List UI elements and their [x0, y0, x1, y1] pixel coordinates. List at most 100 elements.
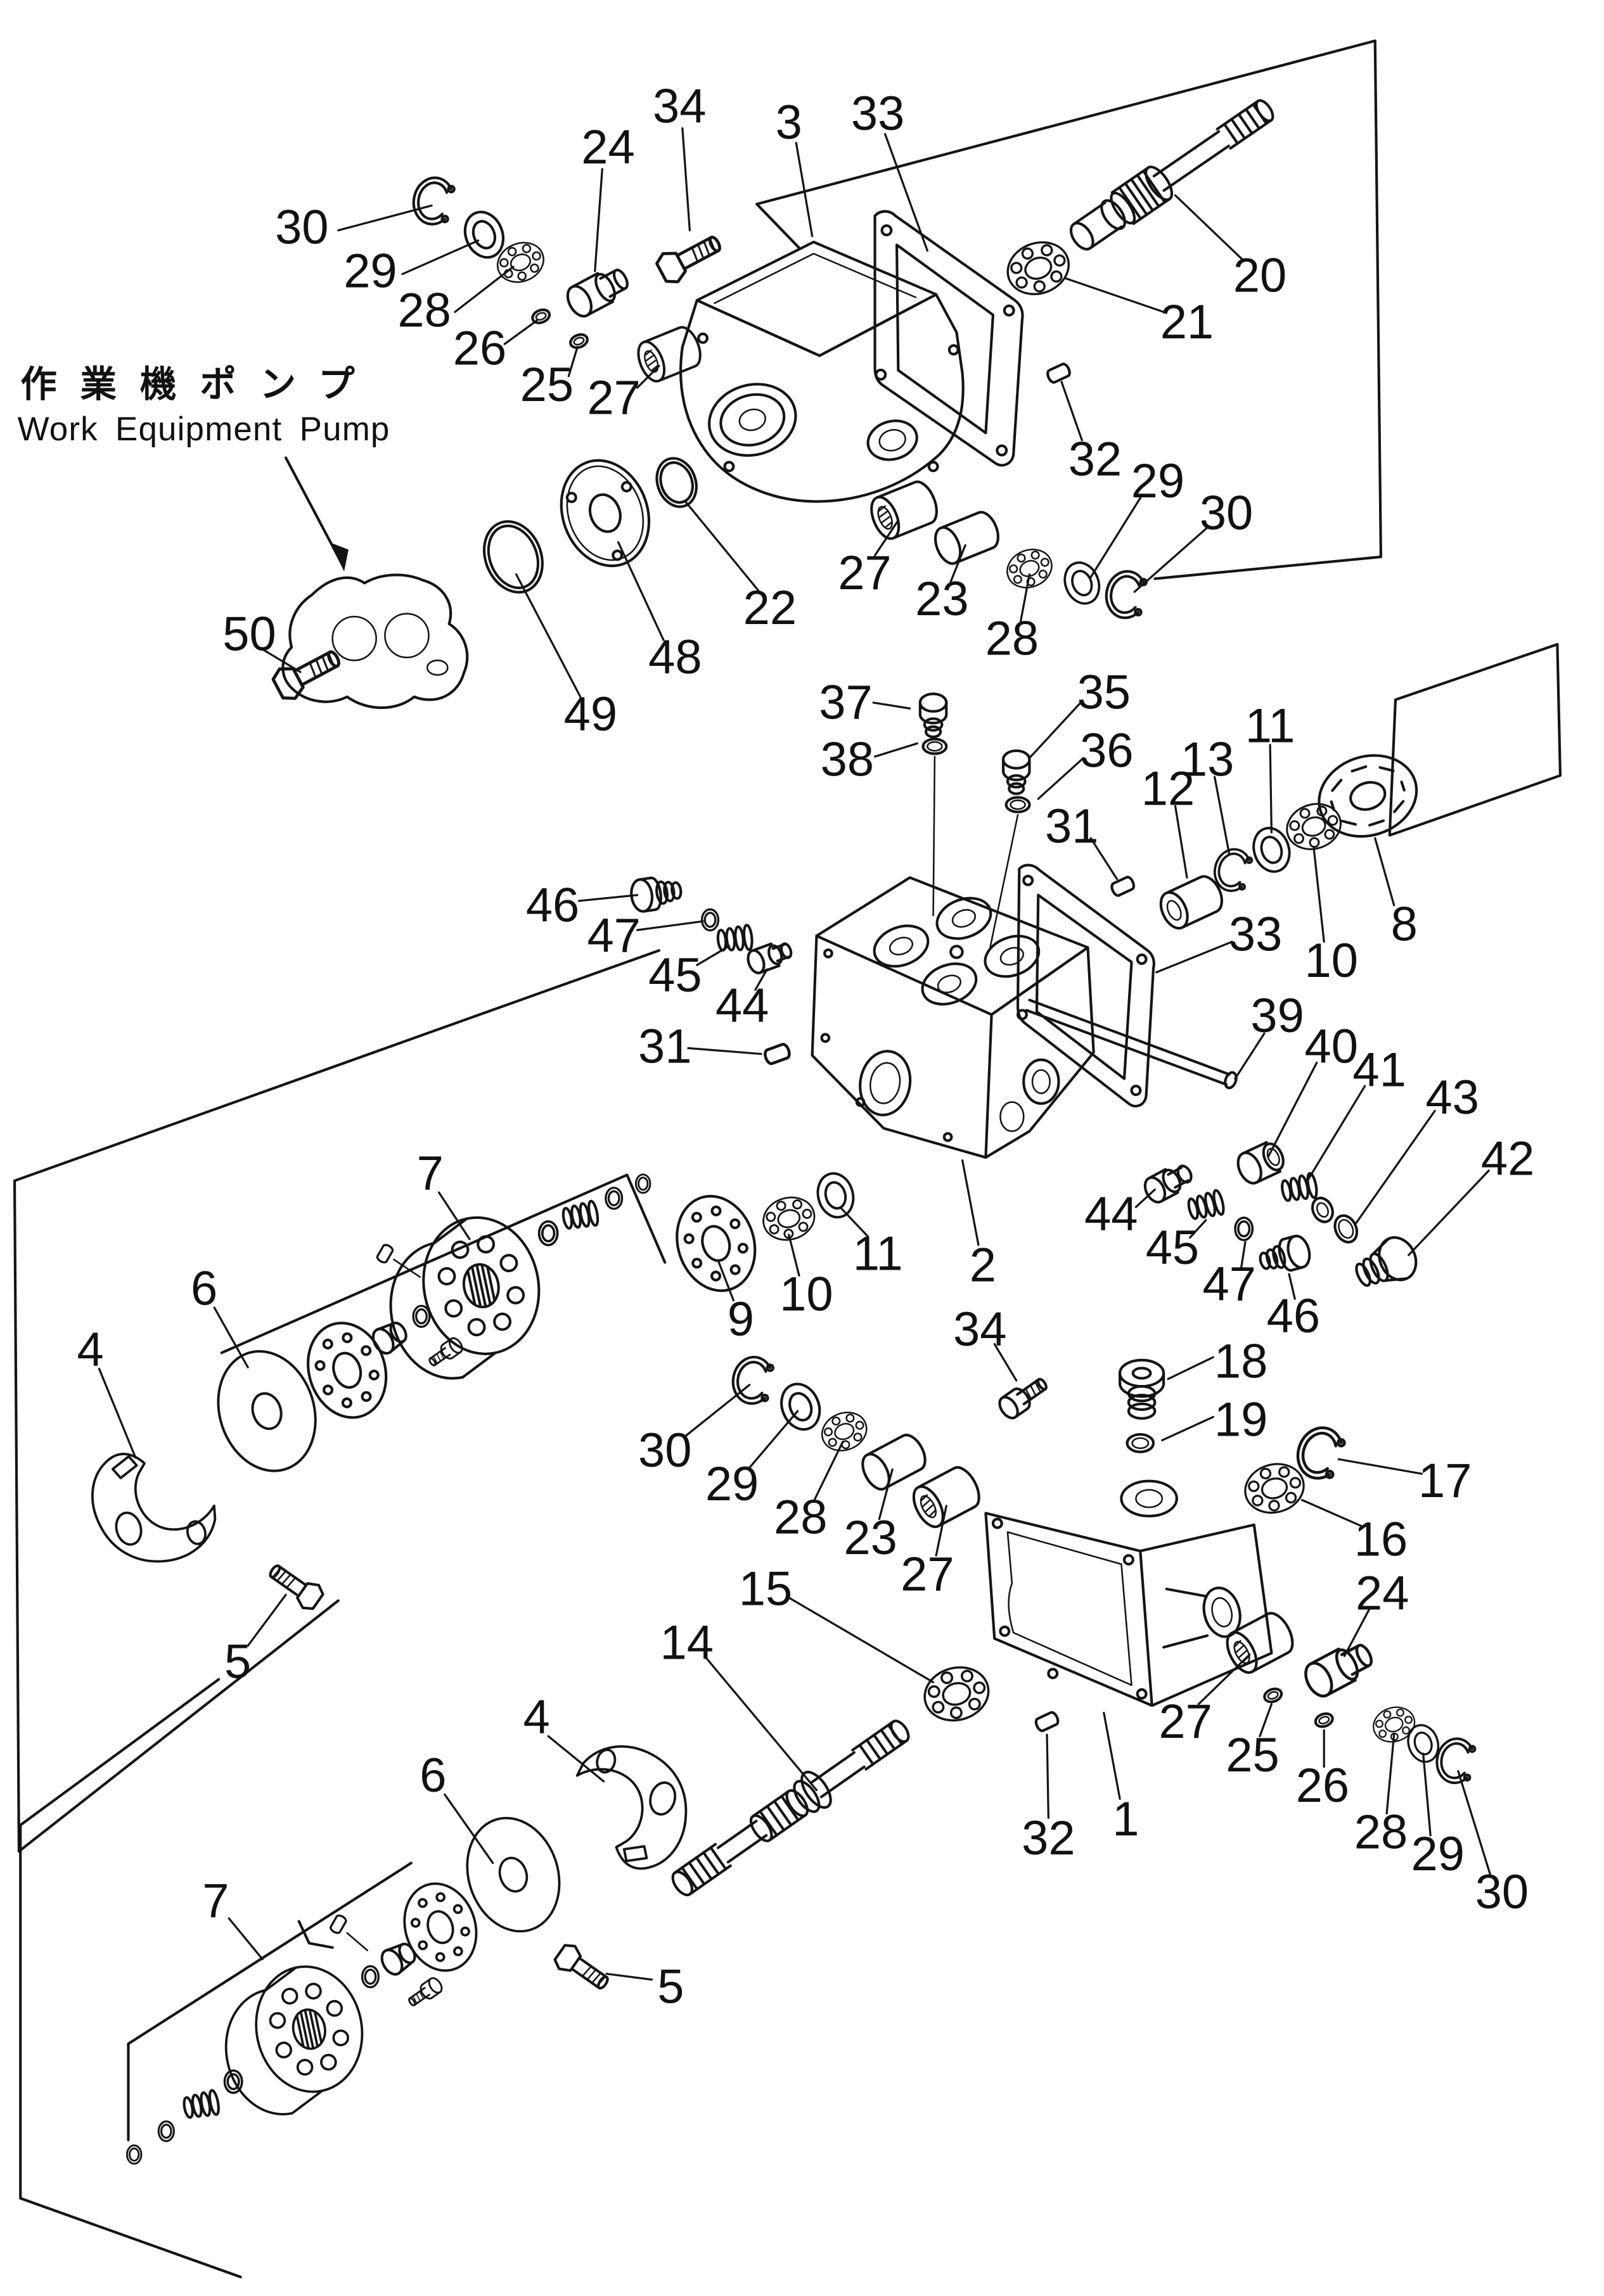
snap-ring-30c	[729, 1354, 774, 1406]
flag-rotary-lower-bracket	[297, 1920, 334, 1949]
leader-line-27	[935, 1505, 947, 1557]
cylinder-barrel-7	[375, 1207, 555, 1389]
part-callout-11: 11	[853, 1227, 903, 1280]
snap-ring-30	[409, 174, 456, 227]
leader-line-31	[1089, 837, 1119, 881]
leader-line-39	[1234, 1032, 1266, 1080]
valve-44b	[1143, 1164, 1193, 1204]
part-callout-7: 7	[202, 1874, 229, 1928]
leader-line-32	[1046, 1733, 1049, 1819]
part-callout-19: 19	[1214, 1393, 1267, 1447]
part-callout-27: 27	[838, 546, 891, 600]
part-callout-8: 8	[1391, 897, 1418, 951]
leader-line-29	[1089, 494, 1143, 578]
part-callout-31: 31	[1045, 800, 1098, 853]
leader-line-37	[872, 701, 911, 710]
part-callout-47: 47	[1202, 1258, 1255, 1311]
part-callout-10: 10	[1305, 934, 1358, 988]
front-case-side-bore	[866, 419, 918, 461]
leader-line-15	[788, 1597, 935, 1683]
bolt-50	[270, 642, 345, 703]
washer-11b	[812, 1168, 859, 1223]
o-ring-19	[1126, 1433, 1155, 1453]
leader-line-31	[687, 1047, 762, 1056]
barrel-pin-line-b	[346, 1932, 369, 1951]
pin-31	[764, 1043, 791, 1064]
part-callout-29: 29	[705, 1457, 759, 1511]
part-callout-5: 5	[224, 1635, 251, 1689]
title-japanese: 作業機ポンプ	[20, 363, 378, 405]
plug-24b	[1304, 1643, 1373, 1698]
leader-line-4	[547, 1735, 605, 1783]
cylinder-barrel-7b	[210, 1955, 378, 2126]
gasket-33-side	[1016, 864, 1155, 1107]
snap-ring-30b	[1103, 568, 1148, 621]
leader-line-18	[1167, 1356, 1214, 1381]
pivot-bushing-b	[380, 1942, 416, 1976]
part-callout-26: 26	[453, 321, 506, 375]
leader-line-25	[567, 346, 579, 378]
part-callout-25: 25	[1226, 1728, 1279, 1782]
leader-line-20	[1174, 194, 1243, 261]
bushing-12	[1159, 875, 1223, 930]
bearing-28b	[1001, 542, 1058, 595]
leader-line-23	[949, 544, 966, 583]
leader-line-50	[262, 649, 302, 673]
flag-top-right-edge	[1373, 39, 1383, 559]
gasket-33-top	[873, 210, 1024, 467]
o-ring-25	[568, 332, 589, 350]
barrel-spring-b	[178, 2084, 226, 2128]
part-callout-27: 27	[901, 1547, 954, 1601]
leader-line-10	[1312, 847, 1325, 943]
flag-bottom-left	[19, 1678, 242, 2279]
shaft-14-group	[671, 1659, 996, 1897]
leader-line-34	[681, 127, 691, 232]
flag-rotary-upper	[220, 1173, 667, 1355]
leader-line-29	[401, 239, 480, 276]
title-english: Work Equipment Pump	[18, 411, 390, 448]
part-callout-46: 46	[1267, 1289, 1320, 1343]
plug-37-axis-line	[932, 755, 936, 917]
part-callout-32: 32	[1022, 1811, 1075, 1865]
washer-41b	[1311, 1196, 1334, 1223]
o-ring-49	[482, 520, 544, 594]
part-callout-39: 39	[1250, 989, 1304, 1043]
leader-line-44	[754, 968, 768, 991]
part-callout-14: 14	[660, 1616, 714, 1670]
barrel-pin	[375, 1242, 395, 1265]
end-cover-housing	[984, 1479, 1273, 1707]
leader-line-28	[454, 265, 515, 314]
leader-line-36	[1037, 756, 1085, 800]
leader-line-42	[1408, 1170, 1490, 1256]
needle-bushing-27b	[866, 478, 942, 542]
cradle-4b	[556, 1734, 702, 1879]
flag-valve-plate	[1388, 642, 1562, 837]
washer-29c	[775, 1378, 826, 1435]
center-case-group	[629, 692, 1427, 1287]
o-ring-small	[412, 1304, 431, 1328]
part-callout-46: 46	[526, 878, 579, 932]
leader-line-5	[247, 1593, 287, 1647]
flag-top-right-bottom	[1153, 555, 1383, 580]
leader-line-12	[1174, 805, 1188, 879]
end-cover-group	[729, 1354, 1478, 1787]
o-ring-26b	[1314, 1711, 1335, 1729]
part-callout-21: 21	[1160, 295, 1214, 349]
leader-line-47	[636, 920, 704, 931]
part-callout-44: 44	[1084, 1187, 1138, 1241]
leader-line-7	[437, 1191, 471, 1240]
part-callout-38: 38	[821, 732, 874, 786]
part-callout-5: 5	[657, 1960, 684, 2014]
part-callout-29: 29	[343, 244, 397, 298]
leader-line-34	[993, 1343, 1018, 1382]
piston-40	[1236, 1141, 1285, 1185]
leader-line-32	[1060, 381, 1083, 442]
leader-line-27	[873, 519, 899, 557]
spring-washer-2	[634, 1173, 651, 1194]
part-callout-45: 45	[1146, 1221, 1199, 1275]
leader-line-7	[228, 1917, 264, 1961]
leader-line-40	[1267, 1061, 1318, 1158]
flag-left-large	[13, 949, 661, 1853]
